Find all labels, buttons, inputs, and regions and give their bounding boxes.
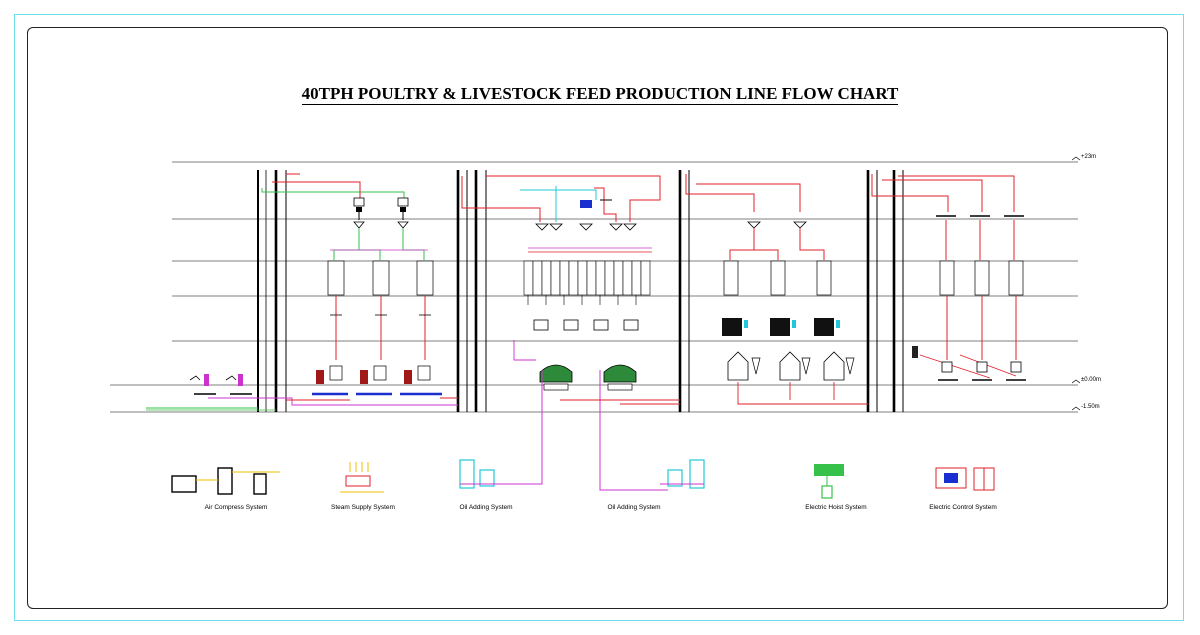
cyclones <box>751 357 855 375</box>
outer-frame <box>14 14 1184 621</box>
pelleting-section <box>685 174 868 405</box>
pellet-bins <box>723 260 832 296</box>
elevator-2 <box>274 170 287 412</box>
system-label-hoist: Electric Hoist System <box>805 504 866 511</box>
system-label-oil-2: Oil Adding System <box>607 504 660 511</box>
elevator-7 <box>892 170 904 412</box>
elevator-5 <box>678 170 690 412</box>
raw-bin <box>327 260 345 296</box>
conditioners <box>744 320 840 328</box>
elevator-6 <box>866 170 878 412</box>
level-label-ground: ±0.00m <box>1081 377 1101 383</box>
packing-section <box>871 174 1026 381</box>
system-label-steam: Steam Supply System <box>331 504 395 511</box>
pellet-mills <box>722 318 834 336</box>
batching-scales <box>533 319 639 331</box>
elevator-3 <box>456 170 468 412</box>
coolers <box>727 351 845 381</box>
finished-bins <box>939 260 1024 296</box>
cleaner-2 <box>397 197 409 220</box>
raw-bin <box>416 260 434 296</box>
chart-title: 40TPH POULTRY & LIVESTOCK FEED PRODUCTIO… <box>0 84 1200 105</box>
dust-collectors <box>189 374 252 395</box>
raw-bins-group <box>327 260 434 296</box>
elevator-4 <box>474 170 487 412</box>
electric-control-icon <box>935 467 995 491</box>
level-markers: +23m ±0.00m -1.50m <box>1071 154 1101 411</box>
drawing-frame <box>27 27 1168 609</box>
system-label-control: Electric Control System <box>929 504 997 511</box>
hammer-mills <box>316 365 431 384</box>
system-icons <box>171 459 995 499</box>
oil-adding-icon-1 <box>459 459 510 489</box>
chart-title-text: 40TPH POULTRY & LIVESTOCK FEED PRODUCTIO… <box>301 84 899 105</box>
batching-bins <box>523 260 651 296</box>
system-label-oil-1: Oil Adding System <box>459 504 512 511</box>
oil-adding-icon-2 <box>660 459 705 489</box>
steam-supply-icon <box>340 462 384 493</box>
bucket-elevators <box>257 170 904 412</box>
system-labels: Air Compress System Steam Supply System … <box>205 504 997 511</box>
packing-scales <box>941 361 1022 373</box>
level-label-pit: -1.50m <box>1081 404 1100 410</box>
elevator-1 <box>257 170 267 412</box>
batching-distributors <box>535 223 637 231</box>
level-label-top: +23m <box>1081 154 1096 160</box>
batching-section <box>461 175 680 491</box>
raw-bin <box>372 260 390 296</box>
air-compressor-icon <box>171 467 280 495</box>
cleaner-1 <box>353 197 365 220</box>
mixers <box>539 364 637 391</box>
system-label-air: Air Compress System <box>205 504 268 511</box>
electric-hoist-icon <box>814 464 844 499</box>
intake-section <box>146 173 458 411</box>
